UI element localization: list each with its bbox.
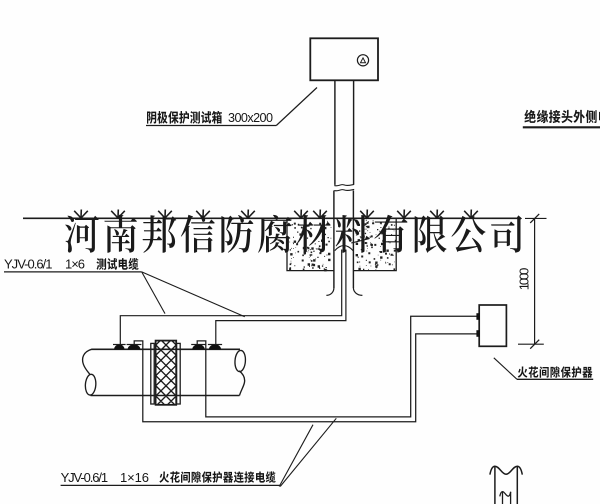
svg-text:1000: 1000 (517, 268, 532, 291)
svg-text:1×16: 1×16 (120, 470, 149, 485)
svg-text:1×6: 1×6 (65, 257, 85, 272)
svg-text:YJV-0.6/1: YJV-0.6/1 (61, 470, 109, 485)
svg-text:YJV-0.6/1: YJV-0.6/1 (4, 257, 53, 272)
svg-text:300x200: 300x200 (228, 111, 273, 125)
